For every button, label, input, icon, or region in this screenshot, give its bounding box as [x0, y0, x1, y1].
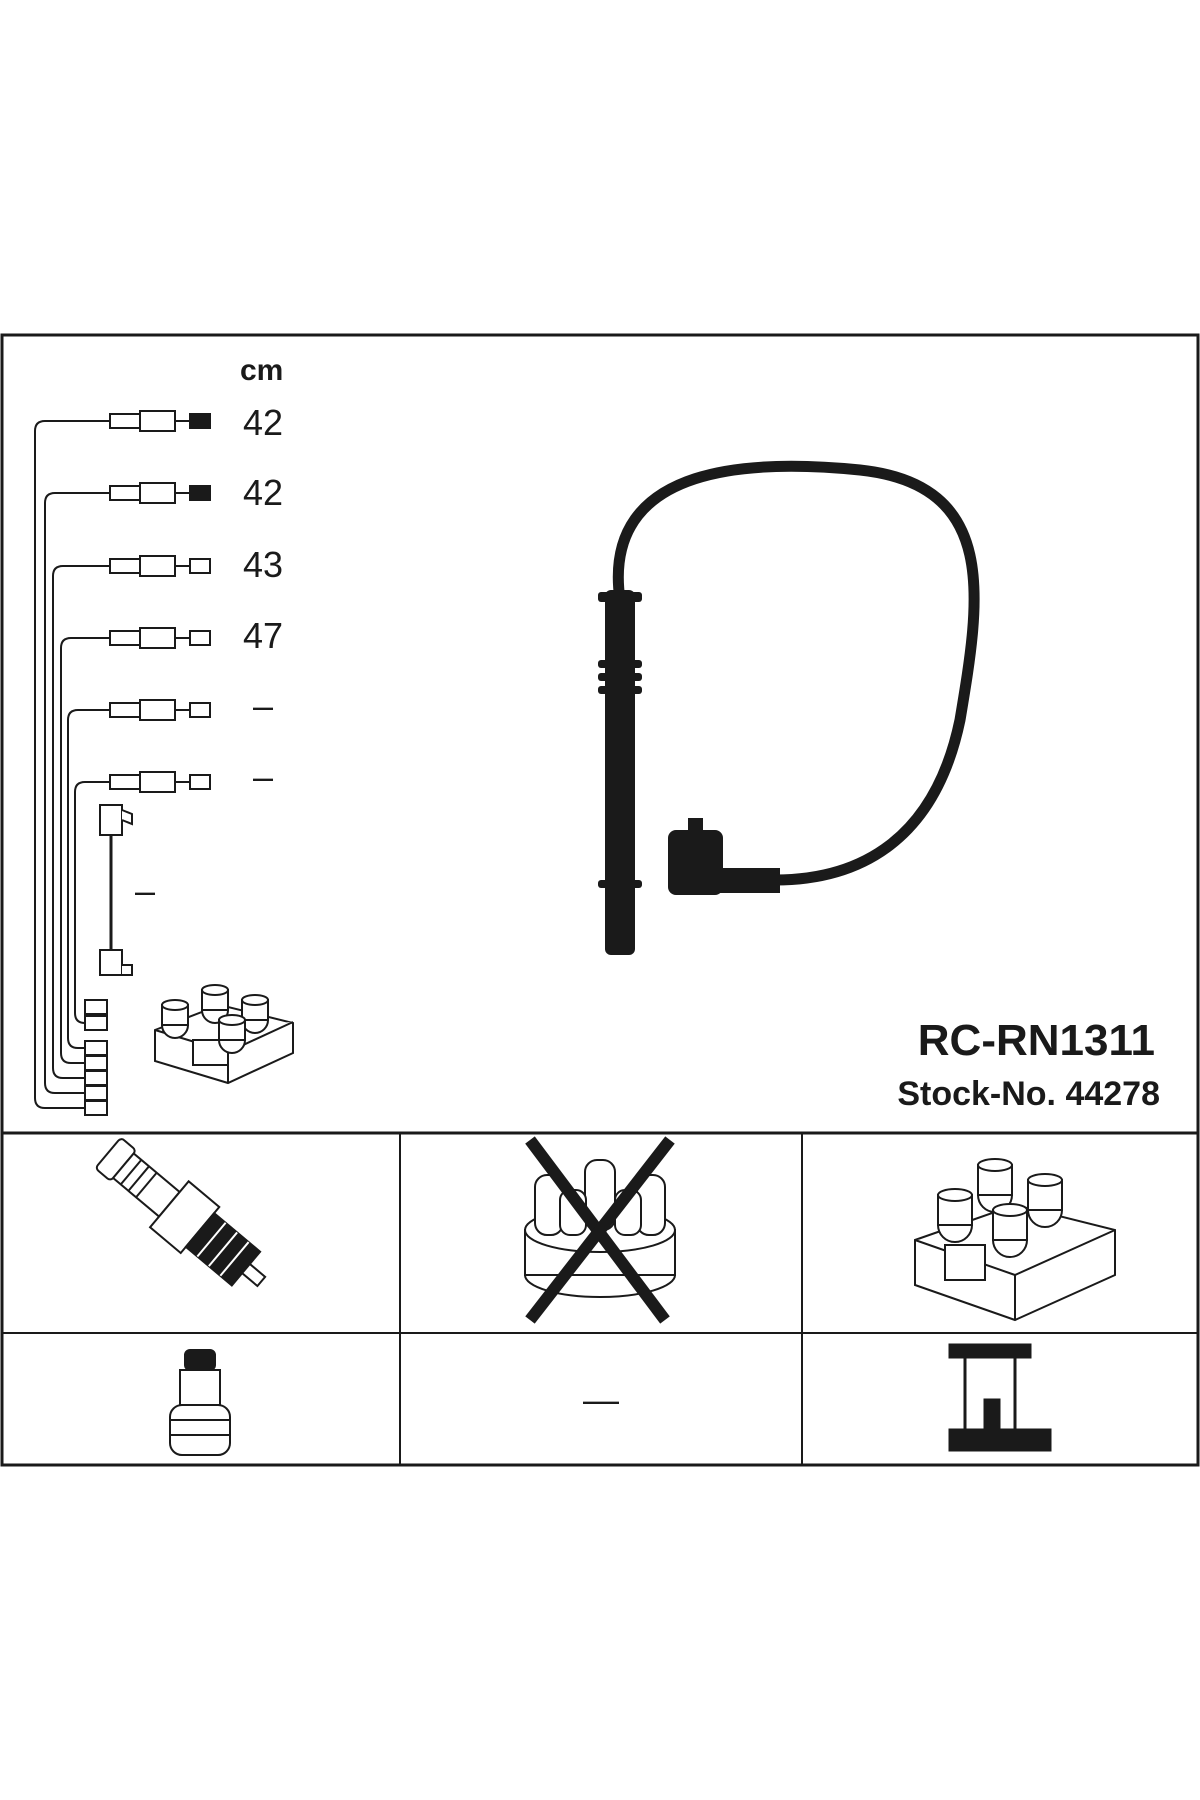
- cable-2-connector: [109, 482, 211, 504]
- ignition-coil-icon: [914, 1158, 1116, 1322]
- spark-plug-terminal-icon: [169, 1349, 231, 1456]
- cable-length-5: –: [253, 685, 273, 726]
- cable-5-connector: [109, 699, 211, 721]
- cable-length-6: –: [253, 756, 273, 797]
- coil-pack-small-icon: [154, 984, 294, 1085]
- connector-bracket-icon: [948, 1343, 1052, 1452]
- cable-3-connector: [109, 555, 211, 577]
- part-number: RC-RN1311: [918, 1016, 1155, 1065]
- unit-label: cm: [240, 354, 283, 387]
- connection-type-label: —: [583, 1379, 619, 1420]
- short-cable-length: –: [135, 870, 155, 911]
- cable-schematic: [34, 420, 110, 1109]
- cable-length-3: 43: [243, 544, 283, 585]
- cable-illustration: [598, 460, 980, 955]
- cable-connectors: [109, 410, 211, 793]
- coil-terminals: [84, 999, 108, 1116]
- cable-1-connector: [109, 410, 211, 432]
- distributor-cap-crossed-icon: [524, 1136, 676, 1324]
- length-labels: 42 42 43 47 – – –: [135, 402, 283, 911]
- cable-length-4: 47: [243, 615, 283, 656]
- cable-length-1: 42: [243, 402, 283, 443]
- stock-number: Stock-No. 44278: [897, 1075, 1160, 1113]
- cable-length-2: 42: [243, 472, 283, 513]
- diagram-frame: [0, 333, 1200, 1467]
- cable-4-connector: [109, 627, 211, 649]
- cable-6-connector: [109, 771, 211, 793]
- spark-plug-icon: [95, 1138, 267, 1288]
- short-cable: [99, 804, 133, 976]
